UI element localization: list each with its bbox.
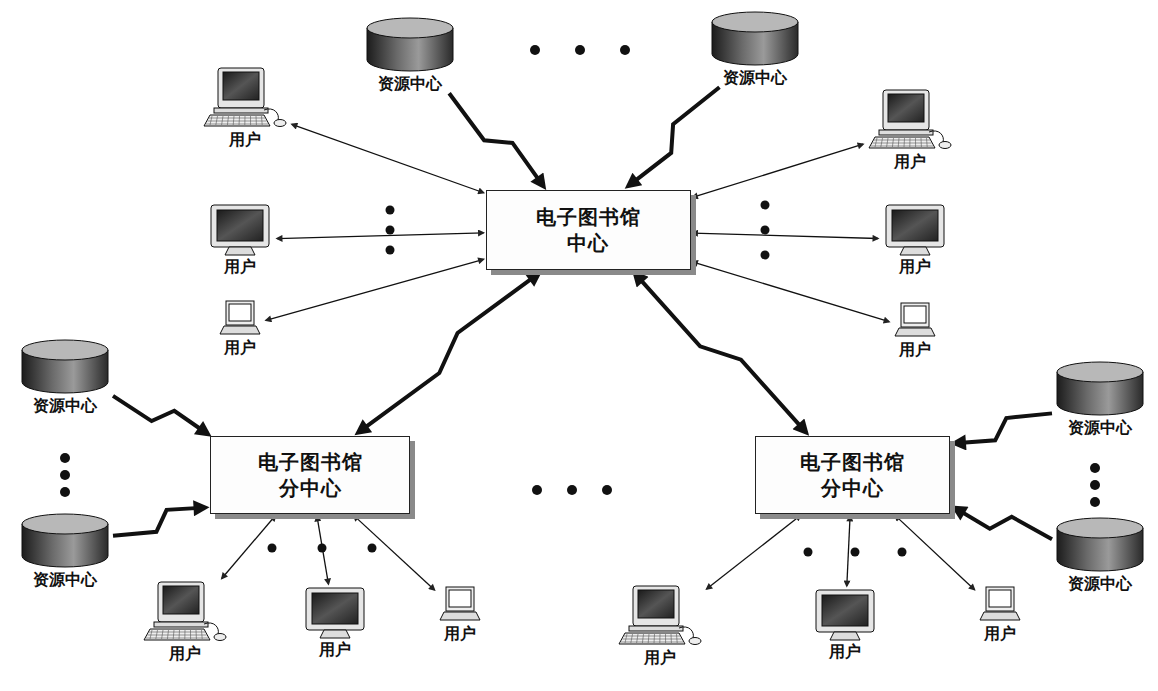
user-link-arrow <box>692 144 863 197</box>
desktop-computer-icon <box>142 580 228 644</box>
database-cylinder <box>19 512 111 570</box>
resource-center-node: 资源中心 <box>362 16 458 93</box>
user-label: 用户 <box>224 257 256 276</box>
user-link-arrow <box>354 515 435 590</box>
trunk-link-arrow <box>449 93 543 186</box>
laptop-icon <box>978 584 1022 624</box>
resource-label: 资源中心 <box>1068 418 1132 437</box>
user-node: 用户 <box>976 584 1024 643</box>
box-label: 电子图书馆 中心 <box>518 204 658 256</box>
trunk-link-arrow <box>113 396 207 434</box>
user-link-arrow <box>895 515 974 589</box>
database-cylinder <box>1054 360 1146 418</box>
box-label: 电子图书馆 分中心 <box>240 449 380 501</box>
box-label: 电子图书馆 分中心 <box>782 449 922 501</box>
laptop-icon <box>438 584 482 624</box>
trunk-link-arrow <box>113 508 204 536</box>
user-label: 用户 <box>229 130 261 149</box>
user-link-arrow <box>707 515 801 589</box>
trunk-link-arrow <box>636 274 806 432</box>
user-link-arrow <box>222 516 276 579</box>
library-center-box: 电子图书馆 分中心 <box>755 436 950 514</box>
resource-center-node: 资源中心 <box>1052 516 1148 593</box>
resource-center-node: 资源中心 <box>1052 360 1148 437</box>
laptop-icon <box>218 298 262 338</box>
resource-label: 资源中心 <box>1068 574 1132 593</box>
monitor-icon <box>882 203 948 257</box>
user-node: 用户 <box>615 584 705 667</box>
resource-center-node: 资源中心 <box>707 10 803 87</box>
user-node: 用户 <box>891 300 939 359</box>
user-label: 用户 <box>899 257 931 276</box>
user-label: 用户 <box>319 640 351 659</box>
user-node: 用户 <box>810 588 880 661</box>
resource-label: 资源中心 <box>33 396 97 415</box>
library-center-box: 电子图书馆 中心 <box>486 190 691 270</box>
monitor-icon <box>812 588 878 642</box>
monitor-icon <box>207 203 273 257</box>
trunk-link-arrow <box>359 274 538 432</box>
user-node: 用户 <box>880 203 950 276</box>
user-label: 用户 <box>224 338 256 357</box>
user-label: 用户 <box>444 624 476 643</box>
database-cylinder <box>364 16 456 74</box>
monitor-icon <box>302 586 368 640</box>
user-link-arrow <box>292 124 484 192</box>
user-label: 用户 <box>829 642 861 661</box>
user-label: 用户 <box>894 152 926 171</box>
user-label: 用户 <box>899 340 931 359</box>
trunk-link-arrow <box>955 413 1052 443</box>
resource-label: 资源中心 <box>33 570 97 589</box>
user-node: 用户 <box>436 584 484 643</box>
user-link-arrow <box>692 233 878 238</box>
desktop-computer-icon <box>202 66 288 130</box>
database-cylinder <box>1054 516 1146 574</box>
user-link-arrow <box>266 259 484 320</box>
user-link-arrow <box>277 233 484 239</box>
user-link-arrow <box>692 262 889 322</box>
database-cylinder <box>709 10 801 68</box>
library-center-box: 电子图书馆 分中心 <box>210 436 410 514</box>
user-label: 用户 <box>169 644 201 663</box>
user-node: 用户 <box>205 203 275 276</box>
trunk-link-arrow <box>955 508 1052 539</box>
resource-center-node: 资源中心 <box>17 338 113 415</box>
laptop-icon <box>893 300 937 340</box>
trunk-link-arrow <box>629 87 720 185</box>
user-node: 用户 <box>200 66 290 149</box>
user-label: 用户 <box>984 624 1016 643</box>
user-link-arrow <box>317 516 329 584</box>
desktop-computer-icon <box>867 88 953 152</box>
user-label: 用户 <box>644 648 676 667</box>
user-node: 用户 <box>140 580 230 663</box>
user-link-arrow <box>847 516 850 586</box>
resource-label: 资源中心 <box>723 68 787 87</box>
user-node: 用户 <box>865 88 955 171</box>
user-node: 用户 <box>216 298 264 357</box>
resource-label: 资源中心 <box>378 74 442 93</box>
ellipsis-dots <box>60 45 1100 557</box>
desktop-computer-icon <box>617 584 703 648</box>
database-cylinder <box>19 338 111 396</box>
user-node: 用户 <box>300 586 370 659</box>
resource-center-node: 资源中心 <box>17 512 113 589</box>
